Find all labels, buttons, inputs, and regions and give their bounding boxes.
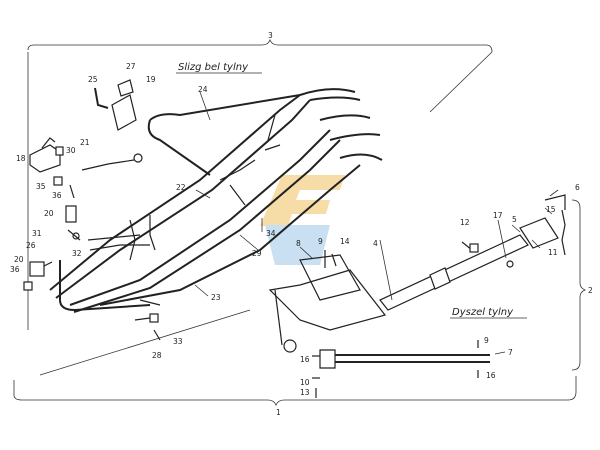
part-number-14: 14 <box>340 237 350 246</box>
leader-lines <box>194 91 559 355</box>
plate-20-upper <box>65 205 77 223</box>
part-number-29: 29 <box>252 249 262 258</box>
part-number-36-lower: 36 <box>10 265 20 274</box>
part-number-20-upper: 20 <box>44 209 54 218</box>
part-number-35: 35 <box>36 182 46 191</box>
part-number-36-upper: 36 <box>52 191 62 200</box>
bolt-36-upper <box>69 184 75 199</box>
title-drawbar: Dyszel tylny <box>452 307 514 318</box>
bracket-27 <box>117 79 134 97</box>
part-number-3: 3 <box>268 31 273 40</box>
part-number-19: 19 <box>146 75 156 84</box>
part-number-6: 6 <box>575 183 580 192</box>
part-number-16-right: 16 <box>486 371 496 380</box>
bolt-9-14 <box>324 250 337 268</box>
plate-20-lower <box>29 261 53 277</box>
watermark-logo <box>260 175 345 265</box>
part-number-22: 22 <box>176 183 186 192</box>
part-number-34: 34 <box>266 229 276 238</box>
part-number-32: 32 <box>72 249 82 258</box>
dimension-line-2 <box>571 199 587 371</box>
part-number-25: 25 <box>88 75 98 84</box>
chain-21 <box>81 153 143 171</box>
part-number-8: 8 <box>296 239 301 248</box>
part-number-2: 2 <box>588 286 593 295</box>
part-number-13: 13 <box>300 388 310 397</box>
part-number-23: 23 <box>211 293 221 302</box>
nut-35 <box>53 176 63 186</box>
part-number-21: 21 <box>80 138 90 147</box>
part-number-20-lower: 20 <box>14 255 24 264</box>
part-number-33: 33 <box>173 337 183 346</box>
bolt-31-32 <box>67 229 81 241</box>
part-number-27: 27 <box>126 62 136 71</box>
bracket-18 <box>29 137 61 173</box>
chain-6-15 <box>544 194 566 256</box>
part-number-30: 30 <box>66 146 76 155</box>
part-number-31: 31 <box>32 229 42 238</box>
part-number-17: 17 <box>493 211 503 220</box>
leader-subassembly <box>39 309 251 376</box>
rear-beam-frame <box>49 88 383 313</box>
part-number-18: 18 <box>16 154 26 163</box>
part-number-28: 28 <box>152 351 162 360</box>
bolt-12 <box>461 241 479 253</box>
dimension-line-1 <box>13 376 577 407</box>
part-number-9-drawbar: 9 <box>484 336 489 345</box>
bar-7 <box>319 349 490 369</box>
part-number-11: 11 <box>548 248 558 257</box>
bolt-30 <box>55 146 64 156</box>
part-number-26: 26 <box>26 241 36 250</box>
hook-25 <box>94 87 109 109</box>
part-number-12: 12 <box>460 218 470 227</box>
part-number-24: 24 <box>198 85 208 94</box>
part-number-1: 1 <box>276 408 281 417</box>
part-number-10: 10 <box>300 378 310 387</box>
part-number-15: 15 <box>546 205 556 214</box>
clamp-5 <box>519 217 559 249</box>
title-rear-beam: Slizg bel tylny <box>178 62 249 73</box>
bolt-16-10-13 <box>312 355 320 398</box>
part-number-16-left: 16 <box>300 355 310 364</box>
bolt-28-33 <box>134 313 161 341</box>
nut-36-lower <box>23 281 33 291</box>
drawbar-tube <box>379 234 529 311</box>
bracket-19 <box>111 94 137 131</box>
plate-8 <box>268 254 387 353</box>
part-number-4: 4 <box>373 239 378 248</box>
part-number-5: 5 <box>512 215 517 224</box>
part-number-9-plate: 9 <box>318 237 323 246</box>
part-number-7: 7 <box>508 348 513 357</box>
